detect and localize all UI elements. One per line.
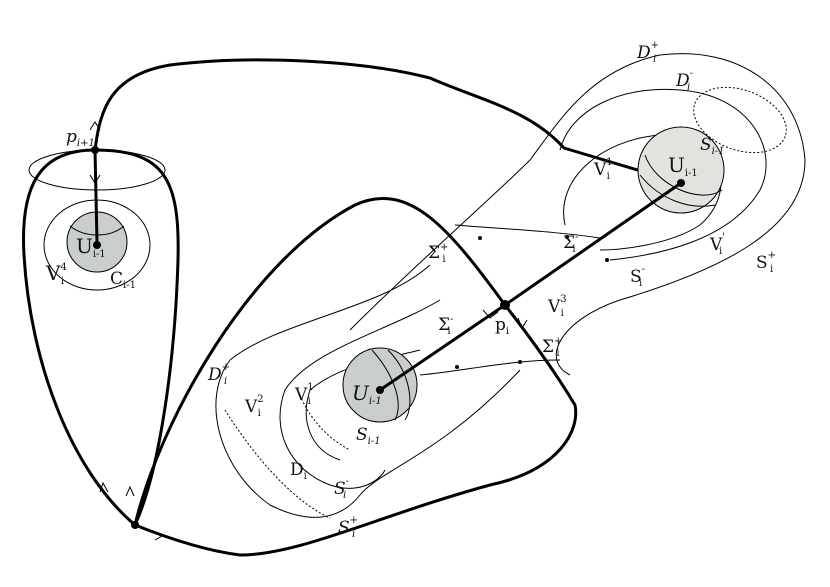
middle-thick-loop <box>133 197 578 557</box>
label-Sigma-plus-a: Σ+i <box>428 242 448 265</box>
sigma-junction-c <box>605 258 609 262</box>
right-U-disk <box>637 126 725 214</box>
mid-disk-arc-b <box>387 349 411 421</box>
sigma-junction-d <box>455 365 459 369</box>
V1-dotted <box>299 394 351 451</box>
label-S-im1-right: Si-1 <box>700 135 725 157</box>
arrow-down-left <box>89 174 101 184</box>
label-D-plus-bl: D+i <box>207 362 230 387</box>
right-sigma-line <box>454 224 601 239</box>
label-D-minus-top: D-i <box>675 68 694 93</box>
label-U-mid: Ui-1 <box>352 381 382 407</box>
D-i-dotted <box>224 409 331 519</box>
V2-contour <box>279 299 441 489</box>
middle-diagonal-path <box>378 303 507 392</box>
arrow-bottom-b <box>125 485 135 497</box>
outer-thick-path <box>93 58 683 185</box>
label-D-plus-top: D+i <box>636 40 659 65</box>
right-region <box>349 53 806 376</box>
arrow-p-i-a <box>482 309 499 319</box>
label-S-minus-r: S-i <box>630 264 645 289</box>
label-V-prime: V'i <box>709 232 725 257</box>
label-S-im1-mid: Si-1 <box>356 425 381 447</box>
p-i-point <box>500 300 510 310</box>
sigma-junction-e <box>518 360 522 364</box>
label-p-mid: pi <box>495 315 509 337</box>
right-disk-arc-a <box>644 154 723 196</box>
right-U-point <box>677 179 685 187</box>
right-S-plus-curve <box>349 53 806 376</box>
sigma-b-line <box>419 359 561 376</box>
label-U-left: Ui-1 <box>76 234 106 260</box>
D-plus-bottom-curve <box>215 264 521 518</box>
label-Sigma-minus-a: Σ-i <box>563 232 578 255</box>
middle-U-point <box>376 386 384 394</box>
right-diagonal-path <box>503 181 683 307</box>
label-D-i: Di <box>290 460 307 482</box>
label-p-top: pi+1 <box>66 127 95 149</box>
right-top-dotted-ellipse <box>693 86 787 154</box>
sigma-junction-a <box>478 236 482 240</box>
label-Sigma-plus-b: Σ+i <box>542 336 562 359</box>
right-disk-arc-b <box>639 174 716 207</box>
arrow-p-i-b <box>517 317 528 330</box>
left-lobe-boundary <box>22 148 180 527</box>
label-S-minus-b: S-i <box>334 476 350 501</box>
arrow-bottom-c <box>154 531 164 541</box>
arrow-bottom-a <box>99 481 109 493</box>
label-S-plus-r: S+i <box>756 250 776 275</box>
mid-disk-arc-a <box>371 349 399 421</box>
label-C: Ci-1 <box>110 269 136 291</box>
right-D-minus-curve <box>559 88 767 261</box>
middle-region <box>215 264 561 519</box>
label-U-right: Ui-1 <box>668 153 698 179</box>
label-Sigma-minus-b: Σ-i <box>438 314 453 337</box>
left-U-point <box>93 241 101 249</box>
bottom-left-point <box>131 521 139 529</box>
label-S-plus-b: S+i <box>338 515 358 540</box>
left-vertical-path <box>93 148 99 244</box>
sigma-junction-b <box>565 235 569 239</box>
